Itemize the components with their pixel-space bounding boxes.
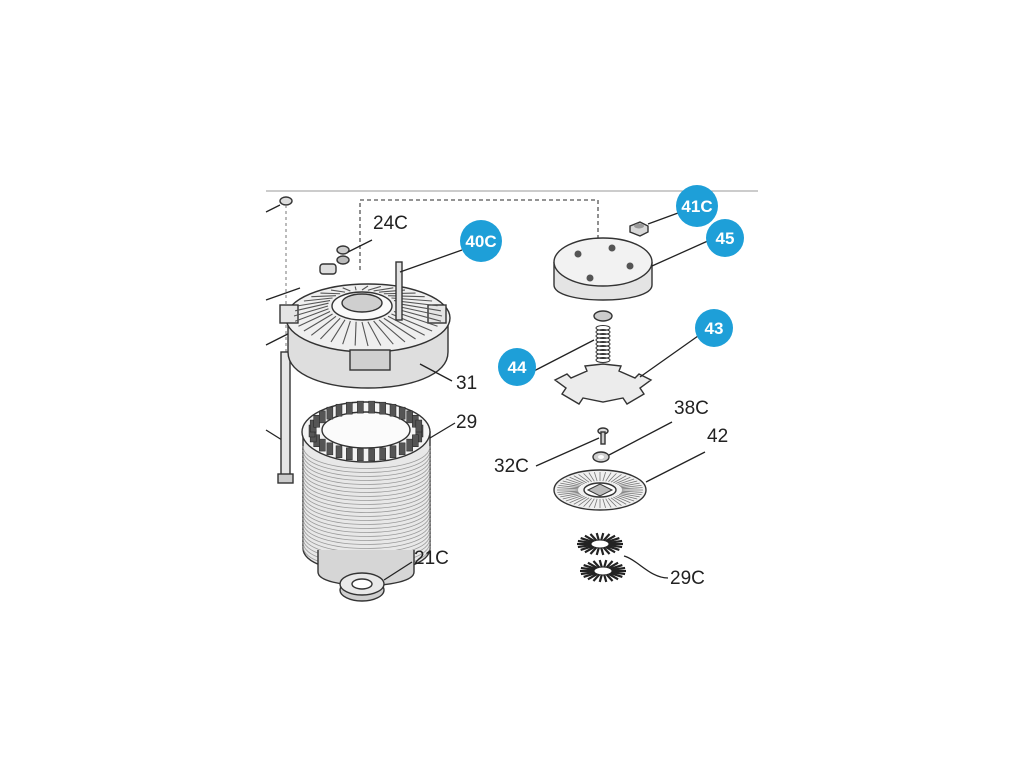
label-32c: 32C xyxy=(494,456,529,477)
label-29c: 29C xyxy=(670,568,705,589)
label-29: 29 xyxy=(456,412,477,433)
long-bolt xyxy=(277,196,294,484)
edge-leader-1 xyxy=(265,204,281,213)
bearing xyxy=(339,572,385,602)
badge-45: 45 xyxy=(706,219,744,257)
leader-29c xyxy=(623,555,669,579)
label-38c: 38C xyxy=(674,398,709,419)
edge-leader-2 xyxy=(265,287,301,301)
svg-text:43: 43 xyxy=(705,319,724,338)
star-washers xyxy=(577,532,626,583)
spring-assembly xyxy=(593,310,613,363)
svg-text:40C: 40C xyxy=(465,232,496,251)
badge-41c: 41C xyxy=(676,185,718,227)
cap-nut xyxy=(629,221,649,237)
dashed-assembly-guide xyxy=(359,199,599,270)
leader-42 xyxy=(645,451,706,483)
rear-cover xyxy=(553,237,653,301)
notched-plate xyxy=(553,363,653,405)
leader-45 xyxy=(651,239,711,267)
leader-29 xyxy=(429,422,456,439)
leader-38c xyxy=(608,421,673,456)
stator-core xyxy=(301,400,431,587)
label-31: 31 xyxy=(456,373,477,394)
leader-43 xyxy=(639,335,699,378)
badge-44: 44 xyxy=(498,348,536,386)
leader-32c xyxy=(535,437,600,467)
washer xyxy=(592,451,610,463)
brush-disc xyxy=(553,469,647,511)
svg-text:44: 44 xyxy=(508,358,527,377)
svg-text:41C: 41C xyxy=(681,197,712,216)
leader-44 xyxy=(529,339,595,374)
label-24c: 24C xyxy=(373,213,408,234)
badge-43: 43 xyxy=(695,309,733,347)
label-42: 42 xyxy=(707,426,728,447)
svg-text:45: 45 xyxy=(716,229,735,248)
screw xyxy=(597,427,609,445)
small-nut-24c xyxy=(319,245,350,275)
badge-40c: 40C xyxy=(460,220,502,262)
leader-24c xyxy=(347,239,373,253)
leader-41c xyxy=(647,212,679,225)
edge-leader-4 xyxy=(265,429,283,441)
bracket-housing xyxy=(279,261,451,389)
leader-40c xyxy=(399,249,463,273)
label-21c: 21C xyxy=(414,548,449,569)
leader-21c xyxy=(383,561,413,581)
leader-31 xyxy=(419,363,453,382)
